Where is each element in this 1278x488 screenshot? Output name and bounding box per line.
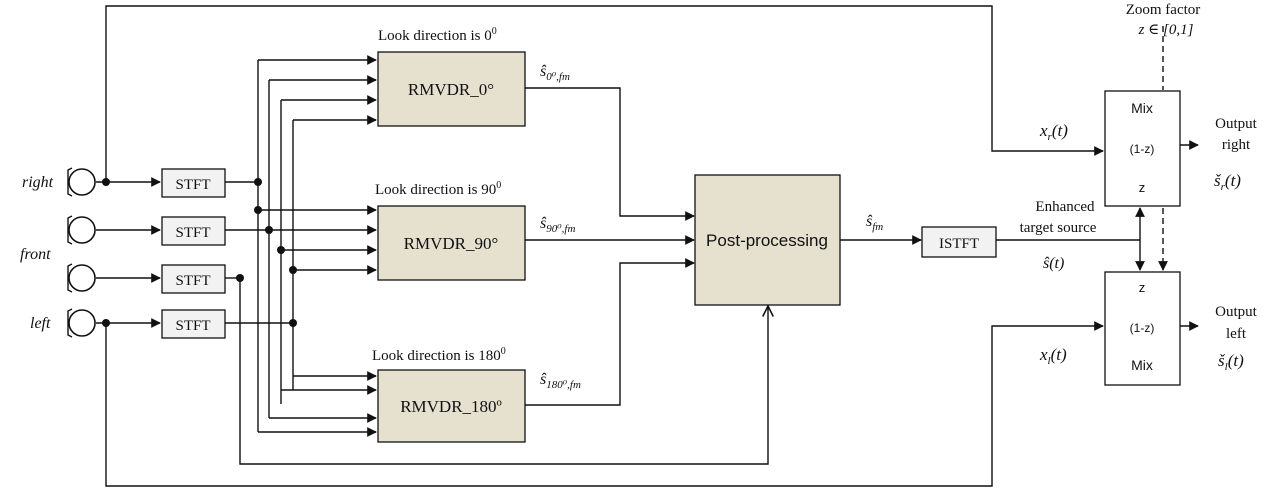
stft-block-3: STFT [161, 264, 226, 294]
microphone-icon [67, 215, 73, 245]
mic-left: left [30, 308, 96, 338]
stft-label: STFT [175, 177, 210, 193]
microphone-icon [67, 263, 73, 293]
beamformer-output: ŝ0⁰,fm [540, 63, 570, 83]
mix-input-left: xl(t) [1039, 345, 1067, 367]
look-direction-heading: Look direction is 00 [378, 26, 497, 44]
mix-top: z [1139, 280, 1146, 295]
mix-bottom: Mix [1131, 357, 1153, 373]
mic-label-right: right [22, 174, 54, 191]
output-right-line1: Output [1215, 116, 1258, 132]
mic-front-1 [67, 215, 96, 245]
output-right-signal: šr(t) [1214, 171, 1241, 193]
mix-input-right: xr(t) [1039, 121, 1068, 143]
beamformer-label: RMVDR_0° [408, 80, 494, 99]
mic-label-front: front [20, 246, 51, 263]
beamformer-0: Look direction is 00 RMVDR_0° ŝ0⁰,fm [377, 26, 570, 127]
post-processing-label: Post-processing [706, 231, 828, 250]
stft-label: STFT [175, 225, 210, 241]
istft-label: ISTFT [939, 236, 979, 252]
post-processing-block: Post-processing ŝfm [694, 174, 883, 306]
mix-block-right: Mix (1-z) z xr(t) Output right šr(t) [1039, 90, 1258, 207]
svg-text:z ∈ [0,1]: z ∈ [0,1] [1138, 22, 1194, 38]
mix-mid: (1-z) [1130, 321, 1155, 335]
mic-front-2 [67, 263, 96, 293]
svg-text:Zoom factor: Zoom factor [1126, 2, 1201, 18]
istft-block: ISTFT [921, 226, 997, 258]
stft-block-4: STFT [161, 309, 226, 339]
stft-label: STFT [175, 273, 210, 289]
microphone-icon [67, 308, 73, 338]
beamformer-label: RMVDR_180º [400, 397, 502, 416]
mix-bottom: z [1139, 180, 1146, 195]
output-right-line2: right [1222, 137, 1251, 153]
junction-dots [102, 178, 297, 327]
output-left-signal: šl(t) [1218, 351, 1244, 373]
beamformer-output: ŝ180⁰,fm [540, 371, 581, 391]
mix-mid: (1-z) [1130, 142, 1155, 156]
beamformer-90: Look direction is 900 RMVDR_90° ŝ90⁰,fm [375, 180, 575, 281]
output-left-line2: left [1226, 326, 1247, 342]
beamformer-label: RMVDR_90° [404, 234, 499, 253]
look-direction-heading: Look direction is 900 [375, 180, 501, 198]
mix-block-left: z (1-z) Mix xl(t) Output left šl(t) [1039, 271, 1258, 386]
zoom-factor-label: Zoom factor z ∈ [0,1] [1126, 2, 1201, 38]
stft-label: STFT [175, 318, 210, 334]
mic-label-left: left [30, 315, 51, 332]
mic-right: right [22, 167, 96, 197]
mix-top: Mix [1131, 100, 1153, 116]
microphone-icon [67, 167, 73, 197]
look-direction-heading: Look direction is 1800 [372, 346, 506, 364]
stft-block-2: STFT [161, 216, 226, 246]
svg-text:Enhanced: Enhanced [1035, 199, 1095, 215]
output-left-line1: Output [1215, 304, 1258, 320]
enhanced-source-label: Enhanced target source ŝ(t) [1020, 199, 1097, 272]
beamformer-output: ŝ90⁰,fm [540, 215, 575, 235]
svg-text:target source: target source [1020, 220, 1097, 236]
enhanced-signal: ŝ(t) [1043, 255, 1064, 272]
beamformer-180: Look direction is 1800 RMVDR_180º ŝ180⁰,… [372, 346, 581, 443]
stft-block-1: STFT [161, 168, 226, 198]
connection-lines [96, 5, 1199, 487]
post-processing-output: ŝfm [866, 213, 883, 233]
